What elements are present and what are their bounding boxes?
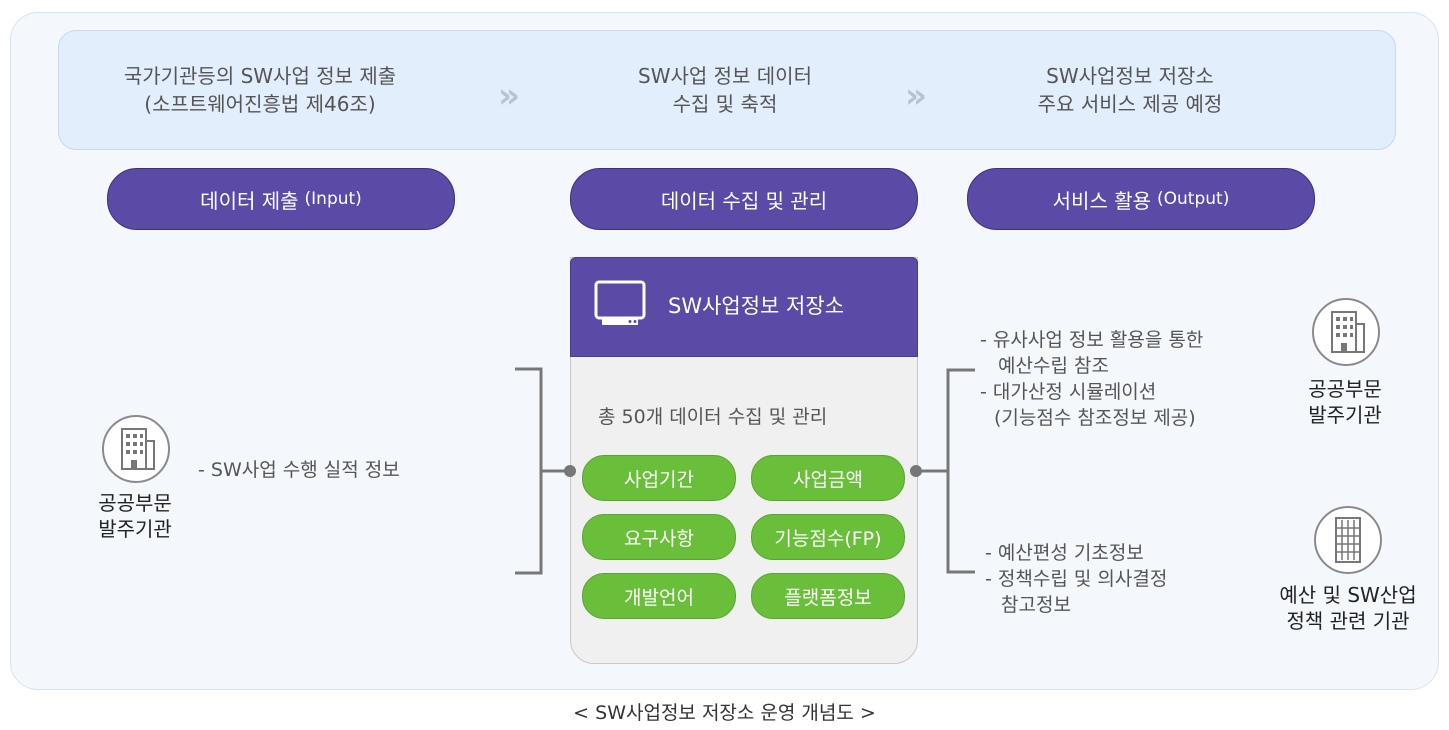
phase-output-pill: 서비스 활용 (Output) (967, 168, 1315, 230)
phase-manage-pill: 데이터 수집 및 관리 (570, 168, 918, 230)
banner-step-collect-line1: SW사업 정보 데이터 (638, 64, 812, 88)
right-top-line: - 유사사업 정보 활용을 통한 (980, 329, 1204, 351)
right-bottom-line: - 정책수립 및 의사결정 (985, 568, 1168, 590)
repository-header (570, 257, 918, 357)
banner-step-service-line1: SW사업정보 저장소 (1046, 64, 1214, 88)
banner-step-collect-line2: 수집 및 축적 (672, 92, 778, 116)
banner-step-service-line2: 주요 서비스 제공 예정 (1037, 92, 1223, 116)
data-item-chip: 플랫폼정보 (751, 573, 905, 619)
right-bottom-info: - 예산편성 기초정보 - 정책수립 및 의사결정 참고정보 (985, 540, 1167, 618)
right-top-line: (기능점수 참조정보 제공) (994, 407, 1196, 429)
phase-output-sub: (Output) (1157, 189, 1230, 209)
right-bottom-org-line2: 정책 관련 기관 (1286, 609, 1410, 633)
banner-step-service: SW사업정보 저장소 주요 서비스 제공 예정 (980, 62, 1280, 118)
data-item-chip: 사업기간 (582, 455, 736, 501)
monitor-icon (594, 280, 646, 325)
left-org-line2: 발주기관 (98, 517, 172, 541)
data-item-chip: 사업금액 (751, 455, 905, 501)
right-bottom-line: 참고정보 (1001, 594, 1071, 616)
right-bottom-org-label: 예산 및 SW산업 정책 관련 기관 (1258, 582, 1438, 634)
banner-step-submit-line1: 국가기관등의 SW사업 정보 제출 (123, 64, 397, 88)
phase-input-label: 데이터 제출 (200, 188, 299, 213)
right-top-org-line2: 발주기관 (1308, 403, 1382, 427)
left-org-label: 공공부문 발주기관 (70, 490, 200, 542)
building-icon (102, 415, 170, 483)
right-top-org-line1: 공공부문 (1308, 377, 1382, 401)
data-item-chip: 개발언어 (582, 573, 736, 619)
phase-output-label: 서비스 활용 (1052, 188, 1152, 213)
phase-manage-label: 데이터 수집 및 관리 (660, 188, 828, 213)
right-bottom-line: - 예산편성 기초정보 (985, 542, 1144, 564)
banner-step-submit: 국가기관등의 SW사업 정보 제출 (소프트웨어진흥법 제46조) (90, 62, 430, 118)
building-icon (1312, 298, 1380, 366)
right-top-info: - 유사사업 정보 활용을 통한 예산수립 참조 - 대가산정 시뮬레이션 (기… (980, 327, 1203, 431)
data-item-chip: 요구사항 (582, 514, 736, 560)
right-top-org-label: 공공부문 발주기관 (1280, 376, 1410, 428)
repository-title: SW사업정보 저장소 (668, 294, 845, 318)
phase-input-sub: (Input) (304, 189, 362, 209)
right-bottom-org-line1: 예산 및 SW산업 (1279, 583, 1417, 607)
right-top-line: - 대가산정 시뮬레이션 (980, 381, 1157, 403)
left-info: - SW사업 수행 실적 정보 (198, 459, 400, 481)
figure-caption: < SW사업정보 저장소 운영 개념도 > (573, 702, 876, 724)
left-org-line1: 공공부문 (98, 491, 172, 515)
repository-total: 총 50개 데이터 수집 및 관리 (598, 406, 828, 428)
phase-input-pill: 데이터 제출 (Input) (107, 168, 455, 230)
banner-step-collect: SW사업 정보 데이터 수집 및 축적 (570, 62, 880, 118)
process-banner (58, 30, 1396, 150)
right-top-line: 예산수립 참조 (998, 355, 1109, 377)
banner-step-submit-line2: (소프트웨어진흥법 제46조) (144, 92, 376, 116)
data-item-chip: 기능점수(FP) (751, 514, 905, 560)
tower-building-icon (1314, 506, 1382, 574)
